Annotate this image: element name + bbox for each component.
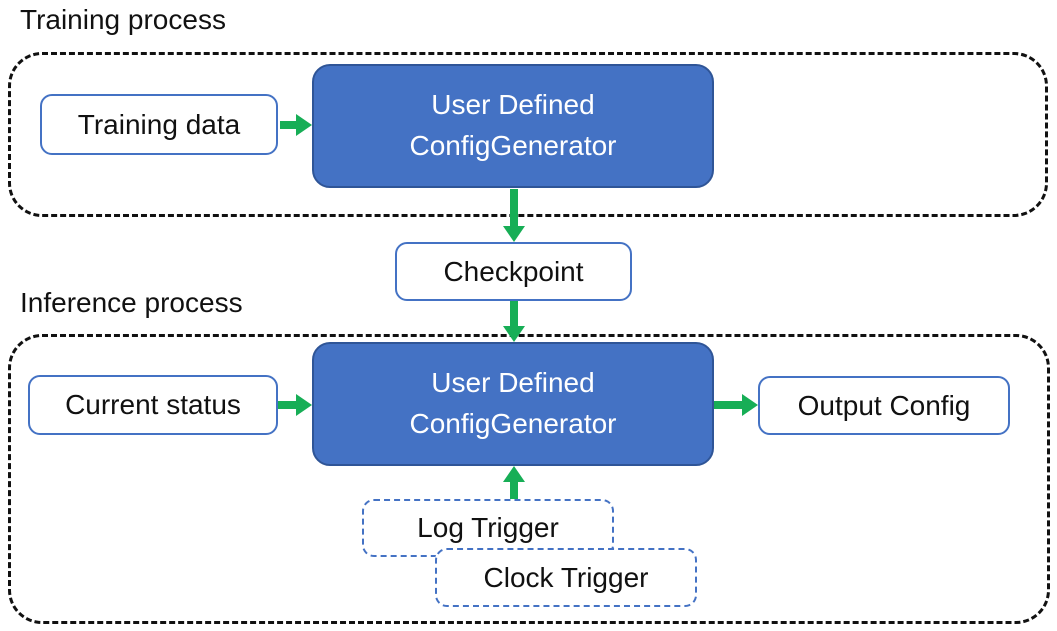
arrow-head [503, 326, 525, 342]
output-config-box: Output Config [758, 376, 1010, 435]
config-generator-line1: User Defined [431, 367, 595, 399]
checkpoint-box: Checkpoint [395, 242, 632, 301]
clock-trigger-label: Clock Trigger [483, 561, 649, 593]
arrow-head [296, 114, 312, 136]
arrow-shaft [510, 189, 518, 226]
training-data-label: Training data [77, 108, 241, 140]
arrow-shaft [278, 401, 296, 409]
arrow-head [296, 394, 312, 416]
config-generator-line2: ConfigGenerator [409, 130, 617, 161]
training-config-generator-box: User Defined ConfigGenerator [312, 64, 714, 188]
arrow-generator-to-output-config [714, 394, 758, 416]
inference-process-label: Inference process [20, 287, 243, 318]
training-process-label: Training process [20, 4, 226, 35]
log-trigger-box: Log Trigger [362, 499, 614, 557]
arrow-head [742, 394, 758, 416]
inference-process-container [8, 334, 1050, 624]
arrow-shaft [510, 482, 518, 500]
arrow-shaft [714, 401, 742, 409]
current-status-box: Current status [28, 375, 278, 435]
arrow-checkpoint-to-generator [503, 301, 525, 342]
arrow-triggers-to-generator [503, 466, 525, 500]
inference-config-generator-box: User Defined ConfigGenerator [312, 342, 714, 466]
current-status-label: Current status [65, 389, 241, 420]
arrow-generator-to-checkpoint [503, 189, 525, 242]
arrow-training-data-to-generator [280, 114, 312, 136]
config-generator-line1: User Defined [431, 89, 595, 121]
arrow-head [503, 226, 525, 242]
output-config-label: Output Config [797, 389, 971, 421]
checkpoint-label: Checkpoint [443, 255, 584, 287]
arrow-current-status-to-generator [278, 394, 312, 416]
arrow-shaft [280, 121, 296, 129]
clock-trigger-box: Clock Trigger [435, 548, 697, 607]
arrow-shaft [510, 301, 518, 326]
training-process-container [8, 52, 1048, 217]
log-trigger-label: Log Trigger [417, 512, 559, 543]
config-generator-line2: ConfigGenerator [409, 408, 617, 439]
arrow-head [503, 466, 525, 482]
training-data-box: Training data [40, 94, 278, 155]
